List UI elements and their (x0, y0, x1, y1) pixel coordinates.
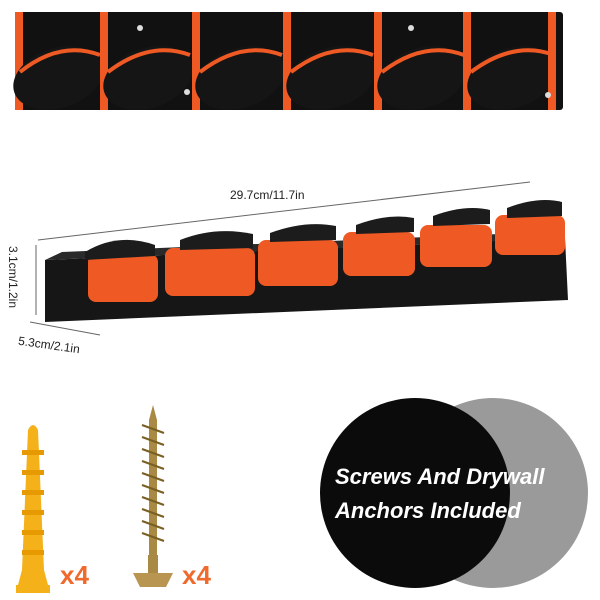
rack-dimension-view (29, 181, 568, 336)
rack-clip (343, 216, 415, 276)
badge-black-circle (320, 398, 510, 588)
drywall-anchor-image (16, 425, 50, 593)
rack-front-view (13, 12, 563, 110)
rack-clip (495, 200, 565, 255)
height-label: 3.1cm/1.2in (6, 245, 20, 309)
rack-clip (258, 224, 338, 286)
screw-image (133, 405, 173, 587)
badge-line-1: Screws And Drywall (335, 464, 545, 489)
rack-clip (165, 231, 255, 296)
anchor-quantity: x4 (60, 560, 89, 590)
rack-clip (283, 12, 376, 110)
mount-hole (408, 25, 414, 31)
rack-clips (13, 12, 557, 110)
mount-hole (184, 89, 190, 95)
rack-clip (13, 12, 103, 110)
rack-clip (374, 12, 467, 110)
rack-clips (85, 200, 565, 302)
badge-text: Screws And Drywall Anchors Included (335, 460, 595, 528)
rack-clip (85, 239, 158, 302)
mount-hole (137, 25, 143, 31)
length-label: 29.7cm/11.7in (230, 188, 305, 202)
rack-clip (463, 12, 557, 110)
screw-quantity: x4 (182, 560, 211, 590)
rack-clip (192, 12, 285, 110)
badge-line-2: Anchors Included (335, 498, 521, 523)
rack-clip (100, 12, 193, 110)
mount-hole (545, 92, 551, 98)
rack-clip (420, 208, 492, 267)
